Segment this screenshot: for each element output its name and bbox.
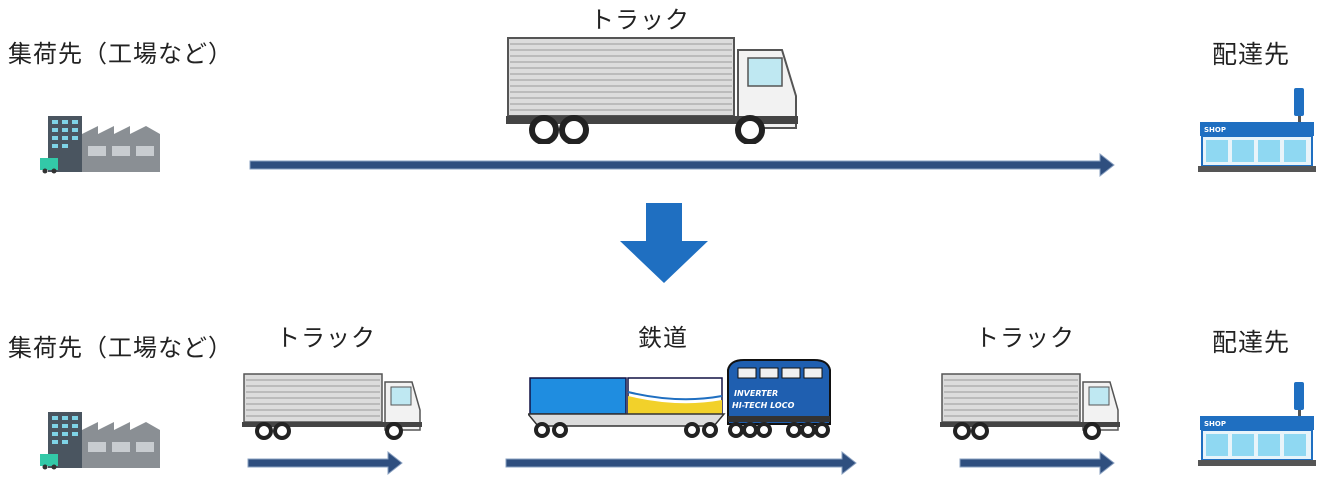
loco-text-2: HI-TECH LOCO	[732, 401, 795, 410]
freight-train-icon: INVERTER HI-TECH LOCO	[528, 356, 838, 440]
transport-arrow-truck-2	[958, 450, 1118, 476]
rail-label-bottom: 鉄道	[638, 324, 688, 352]
truck2-label-bottom: トラック	[975, 324, 1075, 352]
transport-arrow-rail	[504, 450, 860, 476]
down-arrow-icon	[620, 203, 708, 283]
svg-text:SHOP: SHOP	[1204, 126, 1226, 134]
origin-label-bottom: 集荷先（工場など）	[8, 334, 233, 362]
transport-arrow-truck-1	[246, 450, 406, 476]
factory-icon	[38, 408, 163, 470]
truck1-label-bottom: トラック	[276, 324, 376, 352]
truck-icon	[242, 372, 422, 440]
svg-text:SHOP: SHOP	[1204, 420, 1226, 428]
origin-label-top: 集荷先（工場など）	[8, 40, 233, 68]
destination-label-top: 配達先	[1212, 40, 1291, 69]
truck-icon	[504, 36, 799, 144]
shop-icon: SHOP	[1198, 88, 1318, 176]
loco-text-1: INVERTER	[734, 389, 778, 398]
truck-label-top: トラック	[590, 6, 690, 34]
transport-arrow-truck	[248, 152, 1118, 178]
factory-icon	[38, 112, 163, 174]
destination-label-bottom: 配達先	[1212, 328, 1291, 357]
shop-icon: SHOP	[1198, 382, 1318, 470]
truck-icon	[940, 372, 1120, 440]
